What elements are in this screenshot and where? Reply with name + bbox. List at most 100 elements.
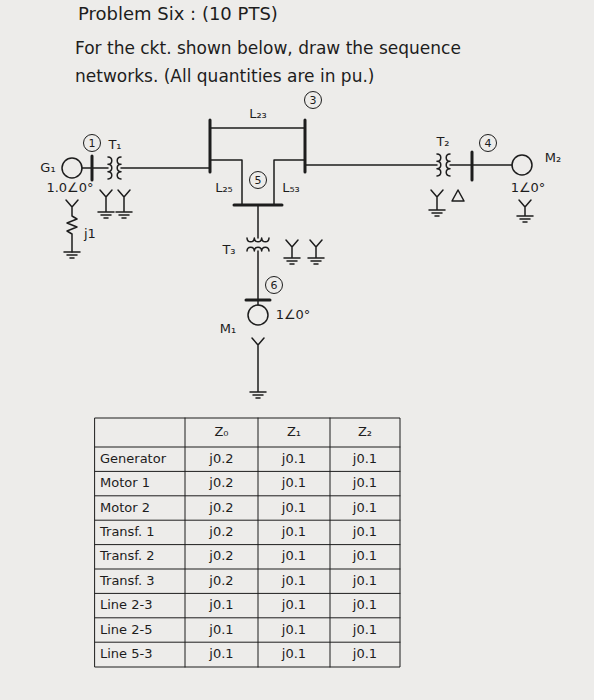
wye-ground-symbol (517, 200, 533, 222)
component-label: L₂₅ (215, 181, 233, 196)
line-2-5 (210, 160, 242, 205)
table-cell: Z₀ (214, 425, 228, 440)
table-cell: Transf. 2 (100, 549, 155, 564)
wye-ground-symbol (308, 240, 324, 264)
bus-number: 5 (249, 171, 267, 189)
table-cell: Line 2-3 (100, 598, 152, 613)
component-label: T₁ (108, 138, 121, 153)
coil (108, 157, 112, 179)
table-cell: j0.1 (209, 623, 233, 638)
component-label: T₂ (436, 135, 449, 150)
line-5-3 (274, 160, 305, 205)
table-cell: j0.1 (282, 525, 306, 540)
table-cell: j0.1 (209, 647, 233, 662)
table-cell: j0.2 (209, 476, 233, 491)
component-label: L₂₃ (249, 107, 267, 122)
table-cell: Z₁ (287, 425, 301, 440)
bus-number: 4 (479, 134, 497, 152)
generator-1 (62, 156, 108, 258)
table-cell: j0.1 (353, 501, 377, 516)
wye-ground-symbol (429, 190, 445, 216)
table-cell: j0.2 (209, 549, 233, 564)
bus-number-text: 6 (271, 280, 278, 291)
table-cell: j0.1 (282, 501, 306, 516)
generator-symbol (62, 158, 82, 178)
component-label: 1.0∠0° (46, 181, 93, 196)
table-rules (95, 447, 400, 642)
wire (257, 205, 259, 238)
table-cell: Transf. 1 (100, 525, 155, 540)
transformer-3 (247, 205, 324, 305)
table-cell: j0.1 (353, 452, 377, 467)
bus-number: 3 (304, 91, 322, 109)
table-cell: j0.1 (282, 549, 306, 564)
table-cell: j0.1 (353, 623, 377, 638)
coil (437, 154, 441, 176)
table-cell: j0.1 (353, 598, 377, 613)
component-label: L₅₃ (282, 181, 300, 196)
table-cell: j0.2 (209, 501, 233, 516)
problem-statement: For the ckt. shown below, draw the seque… (75, 34, 545, 90)
table-cell: j0.1 (282, 452, 306, 467)
coil (247, 238, 269, 242)
table-cell: j0.2 (209, 574, 233, 589)
component-label: M₁ (220, 322, 236, 337)
wye-ground-symbol (250, 338, 266, 398)
table-cell: j0.1 (353, 549, 377, 564)
wye-ground-symbol (98, 190, 114, 218)
table-cell: j0.1 (282, 647, 306, 662)
bus-bar (471, 152, 474, 180)
wire (121, 167, 210, 169)
table-cell: Line 2-5 (100, 623, 152, 638)
motor-1 (246, 300, 270, 398)
table-cell: j0.1 (353, 525, 377, 540)
delta-symbol (452, 190, 464, 201)
bus-bar (246, 299, 270, 302)
table-cell: Generator (100, 452, 166, 467)
table-cell: j0.1 (353, 647, 377, 662)
wire (450, 164, 472, 166)
table-cell: Line 5-3 (100, 647, 152, 662)
table-cell: Motor 1 (100, 476, 150, 491)
table-cell: j0.1 (282, 476, 306, 491)
motor-symbol (512, 155, 532, 175)
component-label: M₂ (545, 151, 561, 166)
bus-number-text: 3 (310, 95, 317, 106)
ground-symbol (64, 252, 80, 258)
transformer-2 (305, 152, 472, 216)
table-cell: j0.2 (209, 452, 233, 467)
table-cell: j0.1 (353, 574, 377, 589)
table-cell: j0.1 (353, 476, 377, 491)
transformer-1 (98, 157, 210, 218)
table-cell: j0.2 (209, 525, 233, 540)
component-label: G₁ (40, 161, 55, 176)
wye-ground-symbol (116, 190, 132, 218)
wire (257, 251, 259, 305)
line-2-3 (210, 127, 305, 129)
table-grid (95, 418, 400, 667)
table-cell: j0.1 (209, 598, 233, 613)
wye-grounding-impedance (66, 200, 78, 252)
component-label: 1∠0° (511, 181, 546, 196)
table-cell: j0.1 (282, 623, 306, 638)
table-cell: Transf. 3 (100, 574, 155, 589)
bus-number: 1 (83, 134, 101, 152)
component-label: j1 (84, 227, 96, 242)
wire (472, 164, 512, 166)
lines (210, 120, 305, 205)
table-cell: j0.1 (282, 574, 306, 589)
wire (305, 164, 437, 166)
bus-number-text: 5 (255, 175, 262, 186)
wire (82, 167, 108, 169)
component-label: 1∠0° (276, 308, 311, 323)
problem-title: Problem Six : (10 PTS) (78, 4, 278, 25)
table-cell: j0.1 (282, 598, 306, 613)
table-cell: Z₂ (358, 425, 372, 440)
bus-bar (91, 156, 94, 180)
wye-ground-symbol (284, 240, 300, 264)
component-label: T₃ (222, 243, 235, 258)
bus-number-text: 1 (89, 138, 96, 149)
bus-number-text: 4 (485, 138, 492, 149)
